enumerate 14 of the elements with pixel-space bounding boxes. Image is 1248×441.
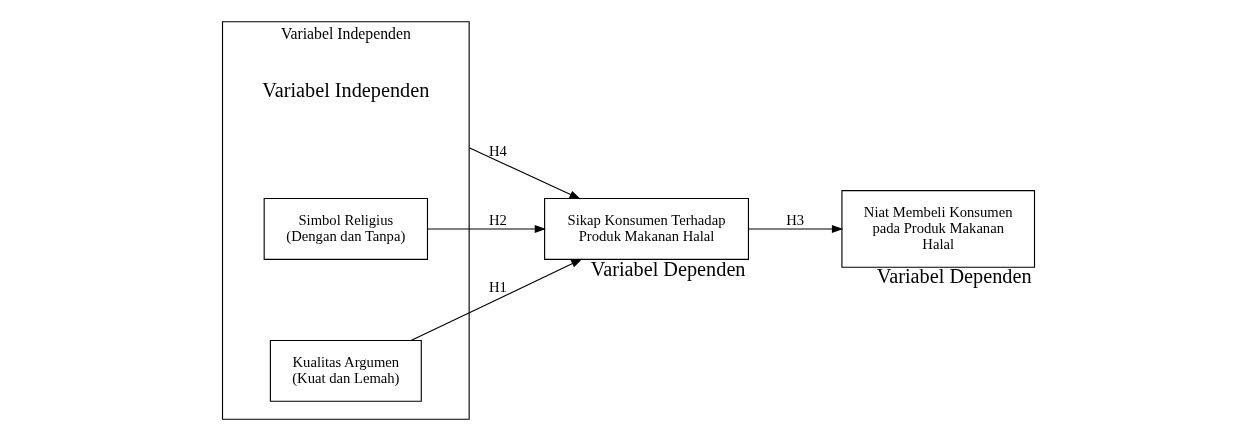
arrow	[427, 225, 546, 233]
arrow	[747, 225, 844, 233]
arrow	[410, 258, 583, 341]
node-label: Variabel Dependen	[590, 257, 746, 280]
node-box: Niat Membeli Konsumen pada Produk Makanan Halal	[841, 190, 1036, 268]
node-label: Variabel Dependen	[876, 265, 1032, 288]
edge-label: H2	[488, 211, 507, 228]
node-box: Sikap Konsumen Terhadap Produk Makanan Halal	[544, 197, 749, 260]
edge-label: H3	[786, 211, 805, 228]
edge-label: H4	[488, 143, 507, 160]
node-box: Simbol Religius (Dengan dan Tanpa)	[263, 197, 429, 260]
edge-label: H1	[488, 279, 507, 296]
node-box: Kualitas Argumen (Kuat dan Lemah)	[269, 339, 422, 402]
arrow	[468, 147, 581, 200]
